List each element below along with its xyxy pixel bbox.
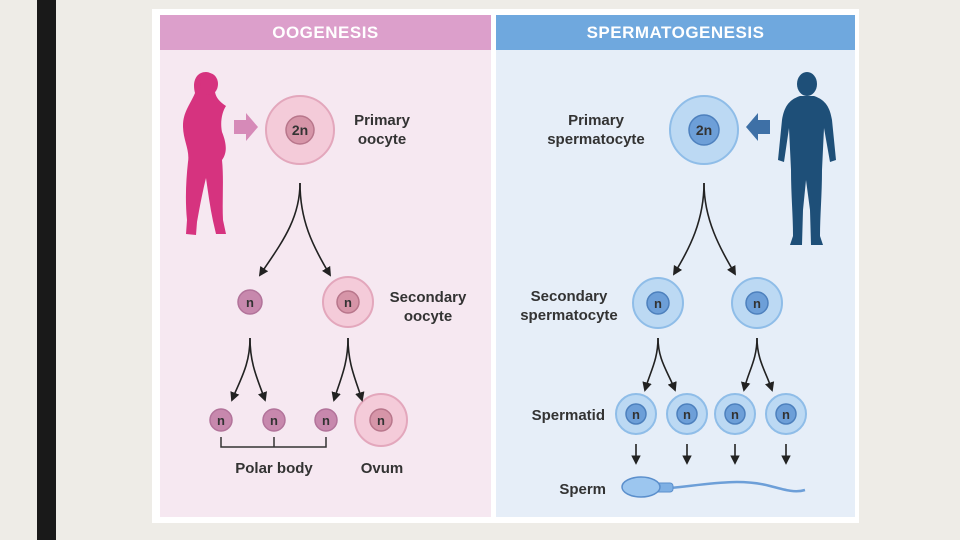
spermatid-cell-1 [615, 393, 657, 435]
secondary-oocyte-ploidy: n [344, 295, 352, 310]
secondary-spermatocyte-cell-2 [731, 277, 783, 329]
spermatid-4-ploidy: n [782, 407, 790, 422]
sperm-cell-icon [621, 476, 806, 498]
spermatid-to-sperm-arrows [631, 444, 791, 465]
polar-body-a-ploidy: n [217, 413, 225, 428]
spermatid-2-ploidy: n [683, 407, 691, 422]
polar-body-c-cell [314, 408, 338, 432]
secondary-oocyte-label: Secondary oocyte [382, 288, 474, 326]
oocyte-polar-body-1-ploidy: n [246, 295, 254, 310]
primary-oocyte-label-line2: oocyte [357, 131, 407, 148]
secondary-spermatocyte-label-line1: Secondary [530, 288, 608, 305]
primary-spermatocyte-label: Primary spermatocyte [536, 111, 656, 149]
spermatogenesis-header: SPERMATOGENESIS [496, 15, 855, 50]
secondary-oocyte-label-line2: oocyte [403, 308, 453, 325]
secondary-spermatocyte-cell-1 [632, 277, 684, 329]
oocyte-polar-body-1-cell [237, 289, 263, 315]
spermatid-cell-3 [714, 393, 756, 435]
secondary-oocyte-label-line1: Secondary [389, 289, 467, 306]
ovum-ploidy: n [377, 413, 385, 428]
ovum-cell [354, 393, 408, 447]
polar-body-a-cell [209, 408, 233, 432]
male-silhouette-icon [778, 72, 836, 245]
secondary-spermatocyte-2-ploidy: n [753, 296, 761, 311]
polar-body-b-ploidy: n [270, 413, 278, 428]
spermatogenesis-division-arrows [642, 182, 775, 392]
female-silhouette-icon [183, 72, 226, 235]
slide-accent-bar [37, 0, 56, 540]
oogenesis-division-arrows [230, 182, 365, 402]
oogenesis-header: OOGENESIS [160, 15, 491, 50]
polar-body-c-ploidy: n [322, 413, 330, 428]
ovum-label: Ovum [360, 460, 404, 477]
secondary-spermatocyte-1-ploidy: n [654, 296, 662, 311]
polar-body-b-cell [262, 408, 286, 432]
secondary-spermatocyte-label-line2: spermatocyte [520, 307, 618, 324]
primary-oocyte-label-line1: Primary [354, 112, 410, 129]
spermatid-cell-2 [666, 393, 708, 435]
spermatid-cell-4 [765, 393, 807, 435]
sperm-label: Sperm [559, 481, 606, 498]
primary-spermatocyte-ploidy: 2n [695, 122, 713, 138]
spermatid-1-ploidy: n [632, 407, 640, 422]
polar-body-bracket [220, 437, 327, 448]
oogenesis-input-arrow-icon [234, 113, 258, 141]
spermatid-3-ploidy: n [731, 407, 739, 422]
primary-oocyte-ploidy: 2n [291, 122, 309, 138]
spermatogenesis-input-arrow-icon [746, 113, 770, 141]
secondary-spermatocyte-label: Secondary spermatocyte [508, 287, 630, 325]
primary-oocyte-cell [265, 95, 335, 165]
spermatid-label: Spermatid [531, 407, 605, 424]
secondary-oocyte-cell [322, 276, 374, 328]
polar-body-label: Polar body [235, 460, 313, 477]
primary-spermatocyte-cell [669, 95, 739, 165]
primary-oocyte-label: Primary oocyte [346, 111, 418, 149]
primary-spermatocyte-label-line1: Primary [568, 112, 624, 129]
primary-spermatocyte-label-line2: spermatocyte [547, 131, 645, 148]
